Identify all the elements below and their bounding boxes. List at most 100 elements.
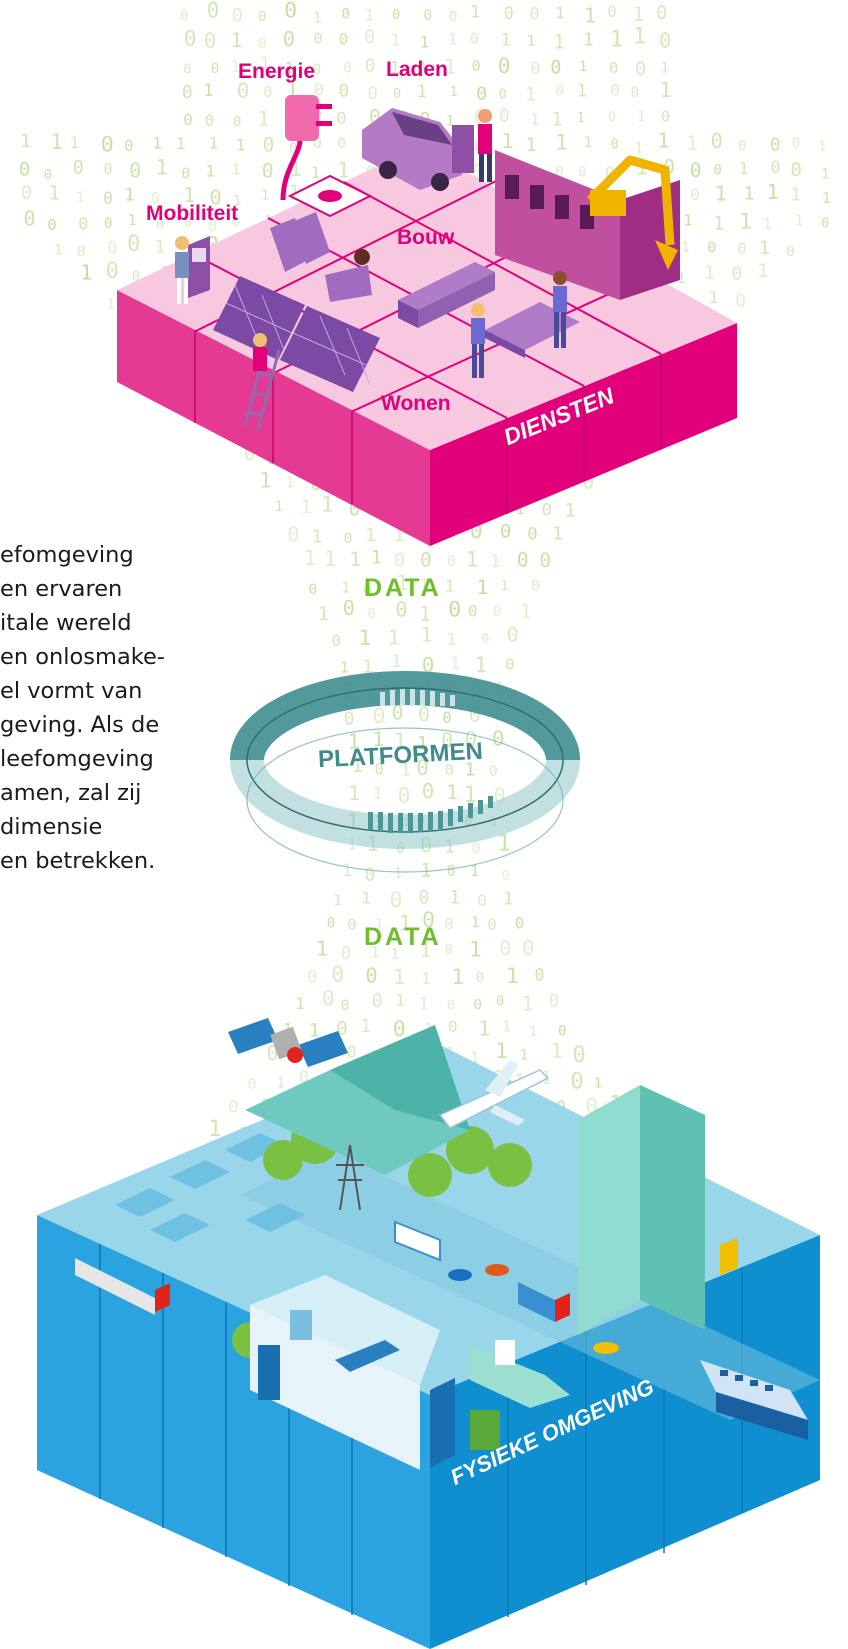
binary-digit: 0 bbox=[369, 106, 381, 129]
binary-digit: 1 bbox=[419, 602, 431, 626]
binary-digit: 0 bbox=[494, 784, 506, 807]
car-icon bbox=[448, 1264, 619, 1354]
service-label-wonen: Wonen bbox=[381, 392, 451, 415]
binary-digit: 0 bbox=[476, 84, 487, 105]
worker-icon bbox=[471, 303, 485, 378]
binary-digit: 0 bbox=[732, 265, 743, 285]
airplane-icon bbox=[438, 1060, 550, 1129]
binary-digit: 1 bbox=[470, 1, 480, 21]
binary-digit: 1 bbox=[360, 1016, 371, 1037]
binary-digit: 1 bbox=[70, 133, 80, 152]
binary-digit: 1 bbox=[520, 600, 532, 624]
binary-digit: 0 bbox=[735, 290, 746, 311]
binary-digit: 1 bbox=[365, 526, 376, 546]
binary-digit: 1 bbox=[125, 184, 135, 204]
binary-digit: 0 bbox=[367, 606, 375, 622]
binary-digit: 1 bbox=[48, 182, 60, 205]
binary-digit: 0 bbox=[631, 85, 639, 101]
binary-digit: 1 bbox=[681, 239, 689, 255]
service-label-energie: Energie bbox=[238, 60, 316, 83]
binary-digit: 0 bbox=[244, 445, 254, 465]
binary-digit: 1 bbox=[552, 525, 563, 545]
binary-digit: 0 bbox=[583, 470, 595, 493]
services-block bbox=[117, 95, 737, 546]
binary-digit: 1 bbox=[419, 576, 430, 596]
intro-line: en betrekken. bbox=[0, 848, 156, 874]
office-building-icon bbox=[245, 1025, 470, 1175]
binary-digit: 1 bbox=[450, 654, 460, 674]
binary-digit: 0 bbox=[530, 58, 540, 78]
binary-digit: 1 bbox=[373, 784, 383, 803]
binary-digit: 0 bbox=[101, 133, 114, 158]
binary-digit: 0 bbox=[608, 110, 616, 125]
binary-digit: 1 bbox=[348, 782, 360, 805]
binary-digit: 1 bbox=[259, 467, 272, 492]
tram-icon bbox=[720, 1238, 738, 1275]
binary-digit: 0 bbox=[183, 110, 193, 129]
van-icon bbox=[518, 1282, 570, 1322]
binary-digit: 0 bbox=[422, 908, 435, 933]
binary-digit: 1 bbox=[555, 4, 564, 22]
binary-digit: 1 bbox=[447, 631, 456, 649]
binary-digit: 0 bbox=[522, 936, 535, 960]
binary-digit: 1 bbox=[311, 164, 320, 182]
service-label-mobiliteit: Mobiliteit bbox=[146, 202, 239, 225]
intro-line: efomgeving bbox=[0, 542, 134, 568]
binary-digit: 1 bbox=[477, 576, 489, 599]
binary-digit: 0 bbox=[531, 577, 540, 595]
binary-digit: 0 bbox=[549, 990, 560, 1011]
binary-digit: 1 bbox=[261, 188, 269, 203]
binary-digit: 1 bbox=[594, 1075, 602, 1091]
binary-digit: 1 bbox=[739, 209, 752, 234]
binary-digit: 0 bbox=[445, 943, 453, 958]
binary-digit: 0 bbox=[468, 601, 478, 620]
binary-digit: 1 bbox=[50, 130, 63, 154]
binary-digit: 1 bbox=[449, 887, 460, 908]
binary-digit: 0 bbox=[447, 552, 456, 570]
intro-line: en onlosmake- bbox=[0, 644, 165, 670]
binary-digit: 0 bbox=[232, 5, 243, 27]
binary-digit: 0 bbox=[472, 840, 481, 858]
binary-digit: 0 bbox=[347, 1043, 357, 1062]
intro-line: geving. Als de bbox=[0, 712, 160, 738]
binary-digit: 1 bbox=[286, 476, 294, 491]
binary-digit: 0 bbox=[21, 183, 32, 204]
data-label-bottom: DATA bbox=[364, 923, 442, 951]
binary-digit: 1 bbox=[76, 190, 84, 206]
binary-digit: 0 bbox=[448, 598, 461, 623]
binary-digit: 0 bbox=[365, 864, 376, 885]
binary-digit: 1 bbox=[471, 138, 479, 154]
binary-digit: 1 bbox=[490, 552, 500, 572]
binary-digit: 1 bbox=[527, 34, 536, 50]
binary-digit: 0 bbox=[517, 549, 529, 572]
binary-digit: 0 bbox=[449, 9, 458, 25]
train-seat-icon bbox=[270, 212, 330, 272]
binary-digit: 0 bbox=[47, 216, 56, 234]
binary-digit: 0 bbox=[476, 970, 484, 986]
binary-digit: 0 bbox=[364, 27, 375, 48]
binary-digit: 0 bbox=[422, 653, 434, 677]
binary-digit: 0 bbox=[442, 708, 452, 727]
binary-digit: 0 bbox=[258, 9, 267, 25]
platform-bars-front bbox=[368, 796, 493, 833]
binary-digit: 1 bbox=[340, 659, 349, 677]
person-icon bbox=[175, 236, 189, 304]
binary-digit: 1 bbox=[478, 1016, 490, 1040]
binary-digit: 0 bbox=[367, 84, 377, 104]
intro-line: amen, zal zij bbox=[0, 780, 142, 806]
binary-digit: 0 bbox=[420, 548, 432, 571]
binary-digit: 1 bbox=[233, 194, 241, 209]
binary-digit: 0 bbox=[505, 655, 514, 673]
binary-digit: 1 bbox=[421, 969, 431, 988]
binary-digit: 0 bbox=[635, 59, 646, 80]
binary-digit: 1 bbox=[203, 81, 213, 100]
binary-digit: 0 bbox=[106, 259, 119, 284]
binary-digit: 1 bbox=[661, 60, 670, 76]
binary-digit: 1 bbox=[205, 162, 215, 181]
binary-digit: 0 bbox=[447, 863, 456, 880]
binary-digit: 1 bbox=[107, 297, 115, 313]
binary-digit: 0 bbox=[499, 107, 510, 127]
binary-digit: 0 bbox=[132, 269, 140, 285]
binary-digit: 0 bbox=[470, 30, 479, 47]
